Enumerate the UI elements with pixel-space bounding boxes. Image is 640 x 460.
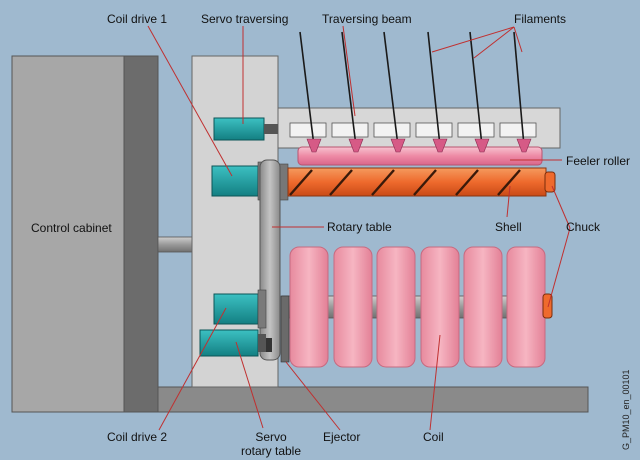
label-coil-drive-2: Coil drive 2 [107, 430, 168, 444]
label-servo-rotary-table-line2: rotary table [240, 444, 302, 458]
label-servo-rotary-table: Servo rotary table [232, 430, 310, 458]
label-servo-traversing: Servo traversing [201, 12, 289, 26]
rotary-table [259, 159, 281, 361]
label-feeler-roller: Feeler roller [566, 154, 631, 168]
label-filaments: Filaments [514, 12, 567, 26]
label-rotary-table: Rotary table [327, 220, 392, 234]
label-ejector: Ejector [323, 430, 361, 444]
machine-base [154, 386, 589, 413]
label-shell: Shell [495, 220, 522, 234]
ejector [280, 295, 290, 363]
filament-guides [306, 138, 532, 153]
servo-traversing-motor [213, 117, 278, 141]
label-servo-rotary-table-line1: Servo [255, 430, 287, 444]
leader-lines [147, 25, 571, 431]
servo-rotary-table-motor [199, 329, 272, 357]
label-control-cabinet: Control cabinet [31, 221, 112, 235]
feeler-roller [297, 146, 543, 166]
label-coil-drive-1: Coil drive 1 [107, 12, 168, 26]
coil-drive-2-motor [213, 289, 267, 329]
control-cabinet [11, 55, 159, 413]
label-traversing-beam: Traversing beam [322, 12, 412, 26]
label-coil: Coil [423, 430, 444, 444]
image-code: G_PM10_en_00101 [621, 369, 631, 450]
coils [289, 246, 546, 368]
shell [287, 167, 547, 197]
beam-guides [289, 122, 537, 138]
label-chuck: Chuck [566, 220, 601, 234]
filaments [299, 31, 525, 147]
